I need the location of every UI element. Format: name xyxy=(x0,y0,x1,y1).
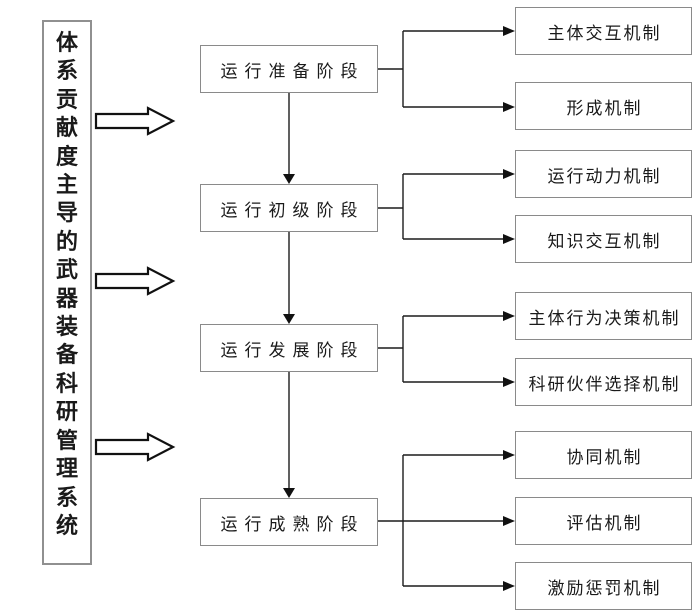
arrowhead-mech5 xyxy=(503,311,515,321)
arrowhead-stage4 xyxy=(283,488,295,498)
arrowhead-stage2 xyxy=(283,174,295,184)
root-system-box: 体系贡献度主导的武器装备科研管理系统 xyxy=(42,20,92,565)
branch-line-stage1 xyxy=(378,30,506,108)
mech-box-evaluation: 评估机制 xyxy=(515,497,692,545)
stage-box-initial: 运行初级阶段 xyxy=(200,184,378,232)
block-arrow-3 xyxy=(94,432,176,462)
arrowhead-mech2 xyxy=(503,102,515,112)
mech-box-knowledge-interaction: 知识交互机制 xyxy=(515,215,692,263)
mech-box-behavior-decision: 主体行为决策机制 xyxy=(515,292,692,340)
mech-box-collaboration: 协同机制 xyxy=(515,431,692,479)
mech-box-partner-selection: 科研伙伴选择机制 xyxy=(515,358,692,406)
mech-box-subject-interaction: 主体交互机制 xyxy=(515,7,692,55)
arrowhead-mech1 xyxy=(503,26,515,36)
mech-box-operation-power: 运行动力机制 xyxy=(515,150,692,198)
block-arrow-2 xyxy=(94,266,176,296)
stage-box-development: 运行发展阶段 xyxy=(200,324,378,372)
arrowhead-mech3 xyxy=(503,169,515,179)
arrowhead-mech9 xyxy=(503,581,515,591)
arrowhead-mech8 xyxy=(503,516,515,526)
arrowhead-mech6 xyxy=(503,377,515,387)
block-arrow-1 xyxy=(94,106,176,136)
branch-line-stage4 xyxy=(378,454,506,587)
branch-line-stage2 xyxy=(378,173,506,240)
mech-box-incentive-punishment: 激励惩罚机制 xyxy=(515,562,692,610)
mech-box-formation: 形成机制 xyxy=(515,82,692,130)
arrowhead-mech4 xyxy=(503,234,515,244)
branch-line-stage3 xyxy=(378,315,506,383)
stage-box-mature: 运行成熟阶段 xyxy=(200,498,378,546)
stage-box-preparation: 运行准备阶段 xyxy=(200,45,378,93)
arrowhead-stage3 xyxy=(283,314,295,324)
arrowhead-mech7 xyxy=(503,450,515,460)
root-system-label: 体系贡献度主导的武器装备科研管理系统 xyxy=(55,30,78,539)
